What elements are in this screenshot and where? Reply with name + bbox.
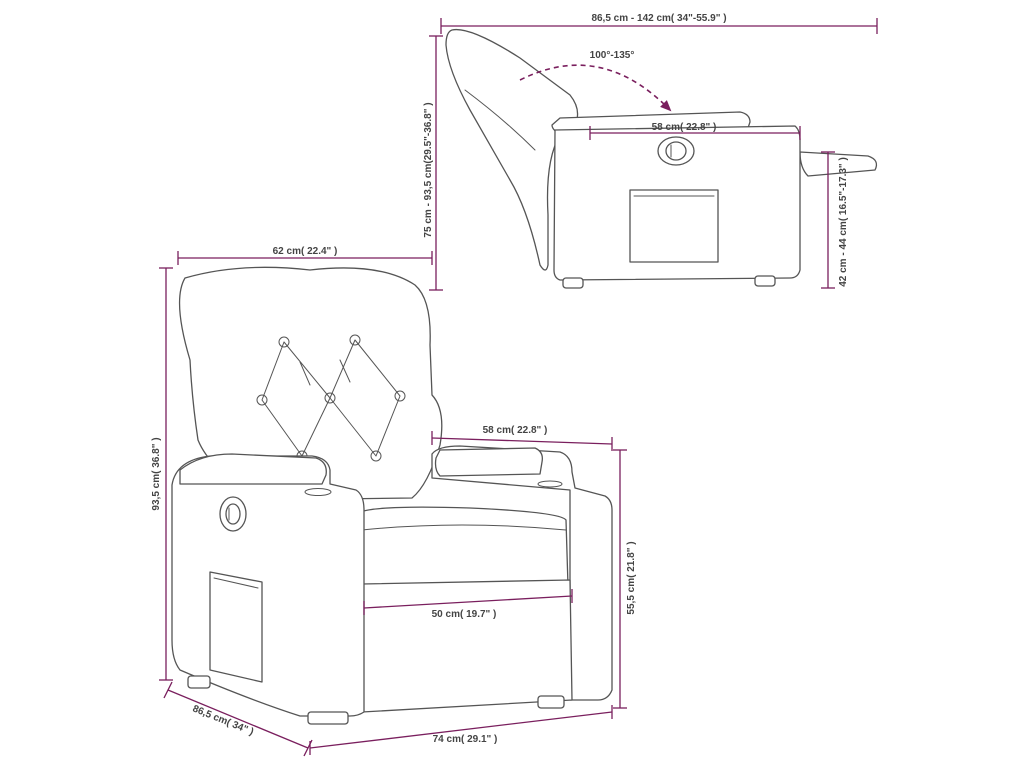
side-backrest — [445, 28, 579, 271]
label-armrest-height: 55,5 cm( 21.8" ) — [626, 541, 637, 614]
front-foot-3 — [537, 695, 565, 709]
label-total-width: 74 cm( 29.1" ) — [433, 734, 498, 745]
front-arm-right-pad — [434, 447, 543, 477]
label-total-depth: 86,5 cm( 34" ) — [191, 703, 255, 737]
label-side-seat-depth: 58 cm( 22.8" ) — [652, 122, 717, 133]
side-backrest-seam — [464, 89, 536, 151]
label-side-height: 75 cm - 93,5 cm(29.5"-36.8" ) — [423, 102, 434, 237]
dimension-labels: 86,5 cm - 142 cm( 34"-55.9" ) 100°-135° … — [151, 13, 849, 745]
label-backrest-width: 62 cm( 22.4" ) — [273, 246, 338, 257]
front-seat — [359, 506, 569, 587]
front-view — [171, 266, 613, 725]
label-side-length: 86,5 cm - 142 cm( 34"-55.9" ) — [591, 13, 726, 24]
front-pocket — [209, 571, 263, 683]
side-pocket — [629, 189, 719, 263]
label-seat-depth: 58 cm( 22.8" ) — [483, 425, 548, 436]
front-arm-left-pad — [179, 453, 327, 485]
recline-arc — [519, 64, 672, 112]
front-lever-inner — [225, 503, 241, 525]
side-foot-left — [562, 277, 584, 289]
label-footrest-height: 42 cm - 44 cm( 16.5"-17.3" ) — [838, 157, 849, 287]
front-backrest-tufts — [256, 334, 406, 462]
label-recline-angle: 100°-135° — [590, 50, 635, 61]
label-seat-width: 50 cm( 19.7" ) — [432, 609, 497, 620]
side-view — [445, 28, 878, 289]
side-footrest — [799, 151, 878, 177]
front-foot-2 — [307, 711, 349, 725]
front-foot-1 — [187, 675, 211, 689]
front-cupholder-right — [537, 480, 563, 488]
side-lever-inner — [665, 141, 687, 161]
front-backrest — [178, 266, 443, 501]
dimension-lines — [159, 18, 878, 757]
label-total-height: 93,5 cm( 36.8" ) — [151, 437, 162, 510]
front-lower — [361, 579, 573, 713]
front-cupholder-left — [304, 488, 332, 496]
side-foot-right — [754, 275, 776, 287]
